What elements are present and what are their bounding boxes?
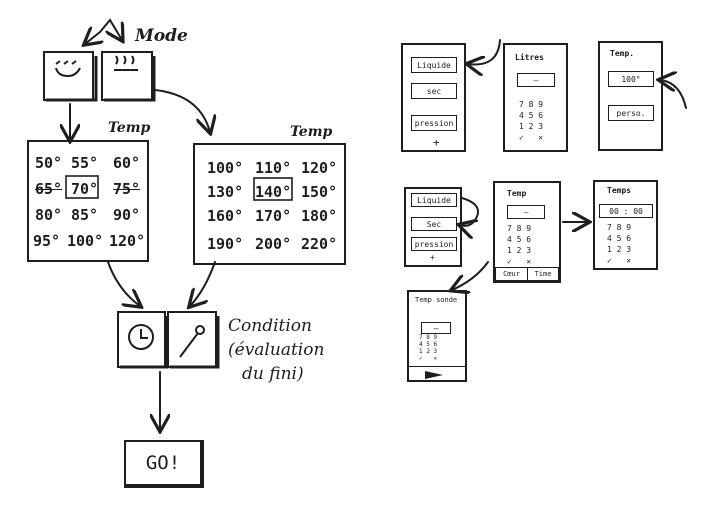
tab-coeur[interactable]: Cœur <box>495 267 528 281</box>
numeric-keypad[interactable]: 7 8 9 4 5 6 1 2 3 ✓ ✕ <box>607 223 632 265</box>
temp-option[interactable]: 220° <box>301 235 338 253</box>
temp-option[interactable]: 110° <box>255 159 292 177</box>
numeric-keypad[interactable]: 7 8 9 4 5 6 1 2 3 ✓ ✕ <box>419 334 438 362</box>
go-button[interactable]: GO! <box>124 440 204 488</box>
temp-option-selected[interactable]: 70° <box>71 180 99 198</box>
temp-option[interactable]: 120° <box>109 232 146 250</box>
start-bar[interactable] <box>409 366 465 381</box>
temp-option[interactable]: 65° <box>35 180 63 198</box>
screen-temp-choice: Temp. 100° perso. <box>598 41 663 151</box>
pression-button[interactable]: pression <box>411 115 457 131</box>
temp-option[interactable]: 100° <box>207 159 244 177</box>
screen-title: Temp. <box>610 49 635 58</box>
temp-option[interactable]: 90° <box>113 206 141 224</box>
time-field[interactable]: 00 : 00 <box>599 204 653 218</box>
temp-option[interactable]: 85° <box>71 206 99 224</box>
custom-temp-button[interactable]: perso. <box>608 105 654 121</box>
screen-temp-keypad: Temp — 7 8 9 4 5 6 1 2 3 ✓ ✕ Cœur Time <box>493 181 561 283</box>
screen-title: Temps <box>607 186 632 195</box>
sec-button[interactable]: sec <box>411 83 457 99</box>
numeric-keypad[interactable]: 7 8 9 4 5 6 1 2 3 ✓ ✕ <box>507 224 532 266</box>
temp-grid-left: 50° 55° 60° 65° 70° 75° 80° 85° 90° 95° … <box>27 140 149 262</box>
liquide-button[interactable]: Liquide <box>411 193 457 207</box>
temp-option[interactable]: 95° <box>33 232 61 250</box>
numeric-keypad[interactable]: 7 8 9 4 5 6 1 2 3 ✓ ✕ <box>519 100 544 142</box>
temp-option[interactable]: 130° <box>207 183 244 201</box>
temp-option[interactable]: 180° <box>301 207 338 225</box>
preset-temp-button[interactable]: 100° <box>608 71 654 87</box>
go-label: GO! <box>145 452 181 474</box>
add-icon[interactable]: + <box>433 136 440 149</box>
temp-option[interactable]: 190° <box>207 235 244 253</box>
screen-title: Temp sonde <box>415 296 458 304</box>
mode-label: Mode <box>135 26 188 46</box>
temp-grid-right: 100° 110° 120° 130° 140° 150° 160° 170° … <box>193 143 346 265</box>
screen-temp-sonde: Temp sonde — 7 8 9 4 5 6 1 2 3 ✓ ✕ <box>407 290 467 382</box>
temp-option[interactable]: 75° <box>113 180 141 198</box>
temp-label-left: Temp <box>108 120 151 136</box>
add-icon[interactable]: + <box>430 253 435 262</box>
condition-line-3: du fini) <box>242 364 304 384</box>
liquide-button[interactable]: Liquide <box>411 57 457 73</box>
temp-option[interactable]: 150° <box>301 183 338 201</box>
temp-option[interactable]: 200° <box>255 235 292 253</box>
screen-mode-selection-2: Liquide Sec pression + <box>404 187 462 267</box>
condition-text: Condition (évaluation du fini) <box>228 314 324 386</box>
condition-line-1: Condition <box>228 316 312 336</box>
temp-label-right: Temp <box>290 124 333 140</box>
value-field[interactable]: — <box>421 322 451 334</box>
sec-button[interactable]: Sec <box>411 217 457 231</box>
temp-option[interactable]: 60° <box>113 154 141 172</box>
temp-option[interactable]: 120° <box>301 159 338 177</box>
screen-temps: Temps 00 : 00 7 8 9 4 5 6 1 2 3 ✓ ✕ <box>593 180 658 270</box>
screen-litres: Litres — 7 8 9 4 5 6 1 2 3 ✓ ✕ <box>503 43 568 152</box>
play-icon <box>425 371 443 379</box>
value-field[interactable]: — <box>517 73 555 87</box>
temp-option[interactable]: 80° <box>35 206 63 224</box>
screen-mode-selection: Liquide sec pression + <box>401 43 466 152</box>
temp-option[interactable]: 100° <box>67 232 104 250</box>
temp-option-selected[interactable]: 140° <box>255 183 292 201</box>
temp-option[interactable]: 160° <box>207 207 244 225</box>
temp-option[interactable]: 170° <box>255 207 292 225</box>
screen-title: Temp <box>507 189 527 198</box>
pression-button[interactable]: pression <box>411 237 457 251</box>
tab-time[interactable]: Time <box>527 267 559 281</box>
value-field[interactable]: — <box>507 205 545 219</box>
temp-option[interactable]: 50° <box>35 154 63 172</box>
condition-line-2: (évaluation <box>228 340 325 360</box>
screen-title: Litres <box>515 53 544 62</box>
temp-option[interactable]: 55° <box>71 154 99 172</box>
